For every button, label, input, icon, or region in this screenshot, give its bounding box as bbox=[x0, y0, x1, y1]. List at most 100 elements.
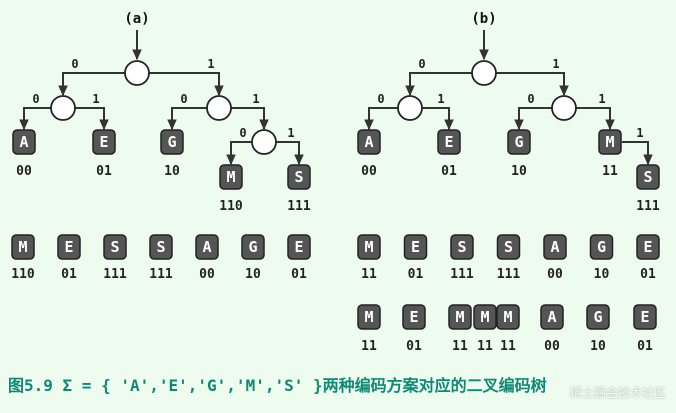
message-a-symbol-1-box bbox=[57, 234, 81, 260]
leaf-node-b_G: G bbox=[507, 129, 531, 155]
message-b-symbol-4-symbol: A bbox=[550, 238, 559, 256]
leaf-code-b_A: 00 bbox=[361, 164, 377, 179]
message-a-symbol-3: S bbox=[149, 234, 173, 260]
caption-formula: Σ = { 'A','E','G','M','S' } bbox=[52, 376, 323, 395]
leaf-node-a_A: A bbox=[12, 129, 36, 155]
leaf-node-b_E-symbol: E bbox=[444, 133, 453, 151]
internal-node-a_n1 bbox=[206, 95, 232, 121]
bit-label-a_n1-a_n11: 1 bbox=[252, 92, 259, 106]
caption-text: 两种编码方案对应的二叉编码树 bbox=[322, 376, 547, 395]
decoded-symbol-2-box bbox=[448, 304, 472, 330]
edge-b_n0-b_A bbox=[364, 107, 398, 131]
message-a-code-3: 111 bbox=[149, 267, 173, 282]
message-b-symbol-5-symbol: G bbox=[597, 238, 606, 256]
decoded-code-4: 11 bbox=[500, 339, 516, 354]
message-a-symbol-1: E bbox=[57, 234, 81, 260]
leaf-node-b_S-box bbox=[636, 164, 660, 190]
leaf-node-a_E-symbol: E bbox=[99, 133, 108, 151]
message-b-code-1: 01 bbox=[408, 267, 424, 282]
leaf-node-b_A-box bbox=[357, 129, 381, 155]
decoded-symbol-3-symbol: M bbox=[480, 308, 489, 326]
message-a-symbol-6-symbol: E bbox=[294, 238, 303, 256]
bit-label-b_n1-b_M: 1 bbox=[598, 92, 605, 106]
message-a-symbol-4-box bbox=[195, 234, 219, 260]
message-a-symbol-2-symbol: S bbox=[110, 238, 119, 256]
message-b-symbol-5-box bbox=[589, 234, 614, 260]
decoded-symbol-0: M bbox=[357, 304, 381, 330]
leaf-code-b_E: 01 bbox=[441, 164, 457, 179]
message-b-symbol-0-box bbox=[357, 234, 381, 260]
decoded-symbol-1-box bbox=[402, 304, 426, 330]
message-a-code-5: 10 bbox=[245, 267, 261, 282]
message-b-symbol-1-symbol: E bbox=[411, 238, 420, 256]
message-a-code-6: 01 bbox=[291, 267, 307, 282]
decoded-symbol-2: M bbox=[448, 304, 472, 330]
decoded-code-6: 10 bbox=[590, 339, 606, 354]
message-b-symbol-3-box bbox=[496, 234, 521, 260]
leaf-code-a_G: 10 bbox=[164, 164, 180, 179]
decoded-code-3: 11 bbox=[477, 339, 493, 354]
decoded-symbol-1: E bbox=[402, 304, 426, 330]
leaf-node-a_M-box bbox=[219, 164, 243, 190]
message-b-symbol-4: A bbox=[543, 234, 567, 260]
bit-label-b_n0-b_A: 0 bbox=[377, 92, 384, 106]
bit-label-b_root-b_n1: 1 bbox=[552, 57, 559, 71]
leaf-node-a_M-symbol: M bbox=[226, 168, 235, 186]
leaf-node-a_G: G bbox=[160, 129, 184, 155]
decoded-symbol-7-box bbox=[633, 304, 657, 330]
message-b-code-5: 10 bbox=[594, 267, 610, 282]
decoded-code-5: 00 bbox=[544, 339, 560, 354]
decoded-code-0: 11 bbox=[361, 339, 377, 354]
bit-label-b_n1-b_G: 0 bbox=[527, 92, 534, 106]
decoded-symbol-6: G bbox=[586, 304, 610, 330]
edge-a_n0-a_E bbox=[75, 107, 109, 131]
message-b-symbol-1: E bbox=[403, 234, 428, 260]
leaf-code-a_S: 111 bbox=[287, 199, 311, 214]
edges-layer bbox=[19, 30, 653, 166]
leaf-node-a_G-box bbox=[160, 129, 184, 155]
decoded-symbol-4: M bbox=[496, 304, 520, 330]
decoded-code-1: 01 bbox=[406, 339, 422, 354]
message-a-symbol-5: G bbox=[241, 234, 265, 260]
leaf-node-a_S: S bbox=[287, 164, 311, 190]
decoded-symbol-5-box bbox=[540, 304, 564, 330]
leaf-node-a_S-symbol: S bbox=[294, 168, 303, 186]
message-a-symbol-1-symbol: E bbox=[64, 238, 73, 256]
bit-label-a_n0-a_E: 1 bbox=[92, 92, 99, 106]
message-b-symbol-6: E bbox=[636, 234, 660, 260]
edge-b_M-b_S bbox=[622, 141, 653, 166]
edge-b_root-b_n0 bbox=[405, 72, 472, 97]
edge-a_n11-a_M bbox=[226, 141, 252, 166]
message-b-code-0: 11 bbox=[361, 267, 377, 282]
message-a-symbol-6-box bbox=[287, 234, 311, 260]
leaf-node-a_E-box bbox=[92, 129, 116, 155]
message-a-symbol-3-symbol: S bbox=[156, 238, 165, 256]
bit-label-a_n11-a_M: 0 bbox=[239, 126, 246, 140]
message-b-symbol-1-box bbox=[403, 234, 428, 260]
leaf-node-b_A: A bbox=[357, 129, 381, 155]
leaf-node-b_G-symbol: G bbox=[514, 133, 523, 151]
message-a-symbol-0-symbol: M bbox=[18, 238, 27, 256]
message-a-symbol-4-symbol: A bbox=[202, 238, 211, 256]
decoded-symbol-4-symbol: M bbox=[503, 308, 512, 326]
decoded-code-2: 11 bbox=[452, 339, 468, 354]
leaf-node-b_E: E bbox=[437, 129, 461, 155]
leaf-code-b_M: 11 bbox=[602, 164, 618, 179]
message-a-symbol-0-box bbox=[11, 234, 35, 260]
bit-label-a_n1-a_G: 0 bbox=[180, 92, 187, 106]
edge-b_n0-b_E bbox=[422, 107, 454, 131]
message-b-symbol-3-symbol: S bbox=[504, 238, 513, 256]
internal-node-a_n0 bbox=[50, 95, 76, 121]
leaf-node-a_M: M bbox=[219, 164, 243, 190]
leaf-code-a_E: 01 bbox=[96, 164, 112, 179]
leaf-code-a_M: 110 bbox=[219, 199, 243, 214]
leaf-node-b_M: M bbox=[598, 129, 622, 155]
message-b-symbol-0-symbol: M bbox=[364, 238, 373, 256]
bit-label-a_root-a_n1: 1 bbox=[207, 57, 214, 71]
edge-a_n11-a_S bbox=[276, 141, 304, 166]
edge-a_root-a_n0 bbox=[58, 72, 125, 97]
bit-label-a_n0-a_A: 0 bbox=[32, 92, 39, 106]
leaf-node-b_S-symbol: S bbox=[643, 168, 652, 186]
